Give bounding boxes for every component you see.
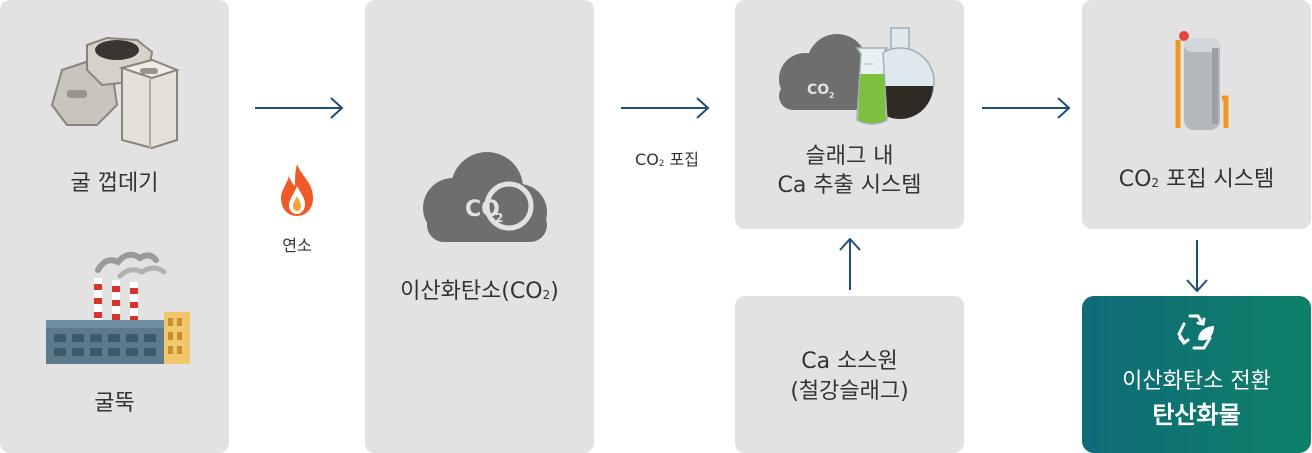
co2-capture-system-label: CO2 포집 시스템: [1082, 166, 1311, 195]
co2-label: 이산화탄소(CO2): [365, 278, 594, 307]
recycle-leaf-icon: [1177, 314, 1214, 350]
ca-extraction-label-2: Ca 추출 시스템: [777, 173, 922, 198]
arrow-right-icon: [982, 97, 1071, 119]
flame-icon: [281, 164, 313, 216]
co2-capture-label: CO2 포집: [612, 146, 722, 170]
co2-label-end: ): [550, 279, 559, 304]
gas-tank-icon: [1175, 31, 1229, 130]
factory-chimney-icon: [46, 251, 190, 364]
ca-extraction-box: CO 2 슬래그 내 Ca 추출 시스템: [735, 0, 964, 229]
co2-capture-sub: 2: [658, 158, 665, 169]
chimney-label: 굴뚝: [94, 391, 135, 416]
co2-label-sub: 2: [542, 288, 551, 303]
carbonate-conversion-box: 이산화탄소 전환 탄산화물: [1082, 296, 1311, 453]
co2-capture-main: CO: [635, 150, 659, 169]
arrow-up-icon: [839, 238, 861, 290]
co2-capture-system-box: CO2 포집 시스템: [1082, 0, 1311, 229]
co2-cloud-subscript: 2: [495, 211, 503, 225]
co2-box: CO 2 이산화탄소(CO2): [365, 0, 594, 453]
oyster-shell-chimney-box: 굴 껍데기: [0, 0, 229, 453]
arrow-down-icon: [1186, 240, 1208, 292]
carbonate-label: 탄산화물: [1152, 401, 1241, 429]
flask-cloud-icon: CO 2: [779, 27, 935, 125]
flask-cloud-text: CO: [807, 82, 829, 98]
oyster-shell-label: 굴 껍데기: [70, 171, 159, 196]
conversion-label: 이산화탄소 전환: [1122, 369, 1271, 394]
oyster-shell-containers-icon: [50, 36, 180, 150]
arrow-right-icon: [255, 97, 344, 119]
co2-capture-system-main: CO: [1118, 167, 1152, 192]
co2-cloud-text: CO: [465, 197, 500, 222]
co2-label-main: 이산화탄소(CO: [400, 279, 543, 304]
arrow-right-icon: [621, 97, 710, 119]
flask-cloud-subscript: 2: [829, 91, 835, 100]
co2-capture-system-sub: 2: [1151, 176, 1160, 191]
co2-cloud-icon: CO 2: [423, 152, 547, 242]
ca-source-label-2: (철강슬래그): [790, 379, 909, 404]
combustion-label: 연소: [282, 236, 312, 255]
co2-capture-end: 포집: [664, 150, 699, 169]
ca-extraction-label-1: 슬래그 내: [805, 144, 894, 169]
ca-source-label-1: Ca 소스원: [801, 349, 898, 374]
ca-source-box: Ca 소스원 (철강슬래그): [735, 296, 964, 453]
co2-capture-system-end: 포집 시스템: [1159, 167, 1275, 192]
